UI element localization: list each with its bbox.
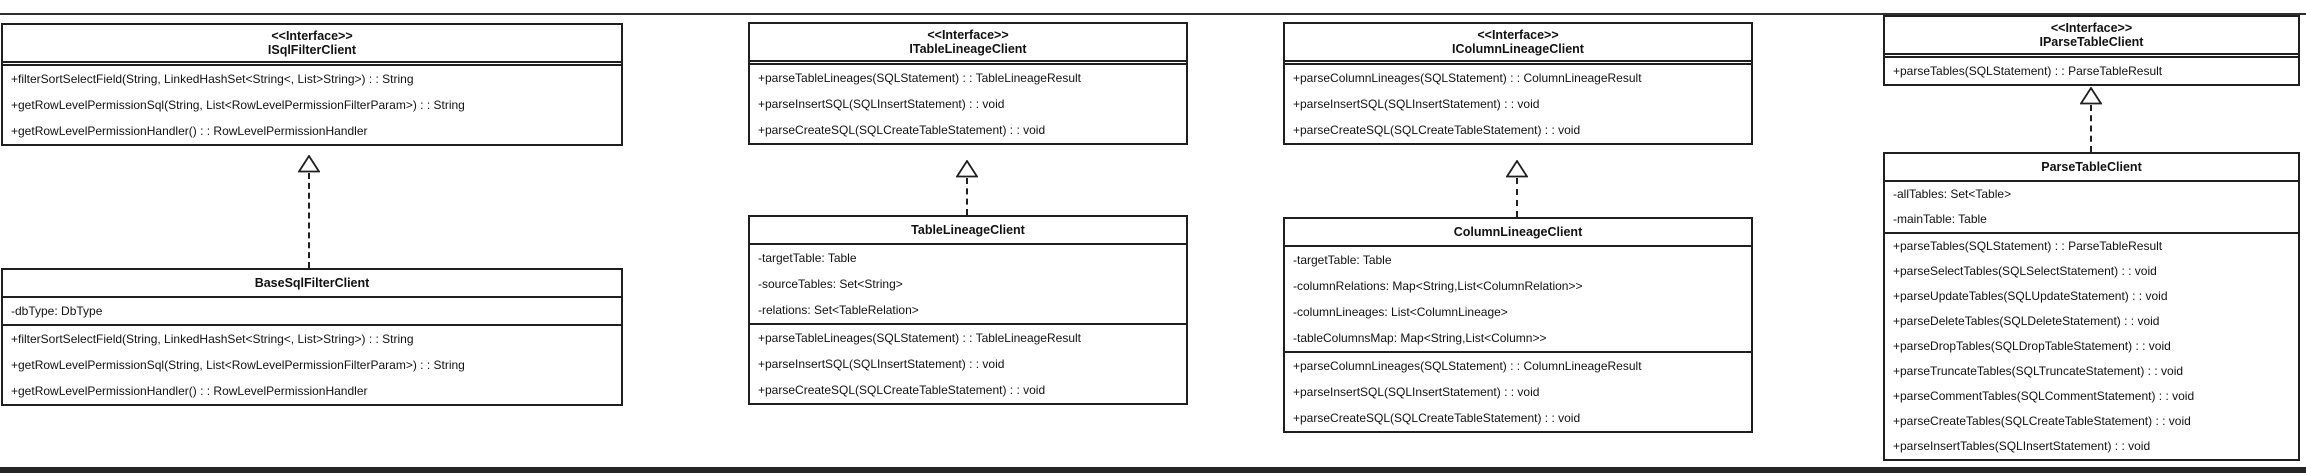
uml-method: +parseCreateSQL(SQLCreateTableStatement)… — [758, 383, 1046, 397]
uml-interface-icolumnlineageclient: <<Interface>> IColumnLineageClient +pars… — [1283, 22, 1753, 145]
uml-method: +parseTables(SQLStatement) : : ParseTabl… — [1893, 239, 2163, 253]
class-name: TableLineageClient — [911, 223, 1025, 237]
uml-method: +parseCreateSQL(SQLCreateTableStatement)… — [1293, 411, 1581, 425]
uml-field: -relations: Set<TableRelation> — [758, 303, 919, 317]
bottom-frame-bar — [0, 467, 2306, 473]
realization-arrow-columnlineageclient — [1506, 160, 1528, 217]
uml-method: +parseCommentTables(SQLCommentStatement)… — [1893, 389, 2195, 403]
uml-method: +parseCreateSQL(SQLCreateTableStatement)… — [758, 123, 1046, 137]
class-header: TableLineageClient — [750, 217, 1186, 245]
uml-class-parsetableclient: ParseTableClient -allTables: Set<Table>-… — [1883, 152, 2300, 461]
uml-method: +getRowLevelPermissionHandler() : : RowL… — [11, 124, 368, 138]
realization-dashed-line — [966, 178, 968, 215]
uml-method: +parseInsertSQL(SQLInsertStatement) : : … — [758, 97, 1005, 111]
uml-method: +parseUpdateTables(SQLUpdateStatement) :… — [1893, 289, 2168, 303]
uml-field: -dbType: DbType — [11, 304, 103, 318]
fields-compartment: -allTables: Set<Table> -mainTable: Table — [1885, 182, 2298, 234]
top-frame-line — [0, 13, 2306, 15]
uml-method: +parseInsertTables(SQLInsertStatement) :… — [1893, 439, 2151, 453]
fields-compartment: -dbType: DbType — [3, 298, 621, 326]
uml-method: +getRowLevelPermissionHandler() : : RowL… — [11, 384, 368, 398]
uml-method: +parseCreateTables(SQLCreateTableStateme… — [1893, 414, 2191, 428]
fields-compartment — [1285, 62, 1751, 65]
interface-header: <<Interface>> ITableLineageClient — [750, 24, 1186, 62]
class-name: ParseTableClient — [2041, 160, 2142, 174]
uml-class-tablelineageclient: TableLineageClient -targetTable: Table -s… — [748, 215, 1188, 405]
realization-dashed-line — [1516, 178, 1518, 217]
uml-field: -sourceTables: Set<String> — [758, 277, 903, 291]
uml-method: +parseColumnLineages(SQLStatement) : : C… — [1293, 71, 1642, 85]
realization-arrowhead-icon — [956, 160, 978, 178]
realization-arrowhead-icon — [298, 155, 320, 173]
interface-header: <<Interface>> IColumnLineageClient — [1285, 24, 1751, 62]
uml-method: +getRowLevelPermissionSql(String, List<R… — [11, 358, 465, 372]
fields-compartment — [3, 63, 621, 66]
uml-method: +parseTables(SQLStatement) : : ParseTabl… — [1893, 64, 2163, 78]
uml-method: +parseInsertSQL(SQLInsertStatement) : : … — [758, 357, 1005, 371]
class-name: ISqlFilterClient — [267, 43, 357, 57]
uml-field: -tableColumnsMap: Map<String,List<Column… — [1293, 331, 1547, 345]
class-name: BaseSqlFilterClient — [254, 276, 370, 290]
class-name: ColumnLineageClient — [1453, 225, 1583, 239]
stereotype-label: <<Interface>> — [927, 28, 1009, 42]
uml-method: +parseTruncateTables(SQLTruncateStatemen… — [1893, 364, 2184, 378]
class-name: IParseTableClient — [2039, 35, 2144, 49]
uml-class-basesqlfilterclient: BaseSqlFilterClient -dbType: DbType +fil… — [1, 268, 623, 406]
methods-compartment: +parseColumnLineages(SQLStatement) : : C… — [1285, 65, 1751, 143]
uml-method: +filterSortSelectField(String, LinkedHas… — [11, 72, 414, 86]
methods-compartment: +parseTableLineages(SQLStatement) : : Ta… — [750, 325, 1186, 403]
uml-interface-isqlfilterclient: <<Interface>> ISqlFilterClient +filterSo… — [1, 23, 623, 146]
uml-field: -columnLineages: List<ColumnLineage> — [1293, 305, 1508, 319]
methods-compartment: +filterSortSelectField(String, LinkedHas… — [3, 326, 621, 404]
uml-field: -columnRelations: Map<String,List<Column… — [1293, 279, 1583, 293]
class-name: ITableLineageClient — [909, 42, 1027, 56]
fields-compartment: -targetTable: Table -columnRelations: Map… — [1285, 247, 1751, 353]
uml-interface-itablelineageclient: <<Interface>> ITableLineageClient +parse… — [748, 22, 1188, 145]
class-header: ColumnLineageClient — [1285, 219, 1751, 247]
uml-field: -allTables: Set<Table> — [1893, 187, 2012, 201]
uml-method: +filterSortSelectField(String, LinkedHas… — [11, 332, 414, 346]
methods-compartment: +filterSortSelectField(String, LinkedHas… — [3, 66, 621, 144]
class-name: IColumnLineageClient — [1452, 42, 1584, 56]
methods-compartment: +parseTables(SQLStatement) : : ParseTabl… — [1885, 234, 2298, 459]
class-header: ParseTableClient — [1885, 154, 2298, 182]
uml-method: +parseDeleteTables(SQLDeleteStatement) :… — [1893, 314, 2160, 328]
stereotype-label: <<Interface>> — [2050, 21, 2133, 35]
interface-header: <<Interface>> IParseTableClient — [1885, 17, 2298, 55]
realization-arrow-parsetableclient — [2080, 87, 2102, 152]
uml-method: +parseTableLineages(SQLStatement) : : Ta… — [758, 71, 1081, 85]
uml-method: +parseTableLineages(SQLStatement) : : Ta… — [758, 331, 1081, 345]
uml-method: +parseSelectTables(SQLSelectStatement) :… — [1893, 264, 2157, 278]
realization-dashed-line — [308, 173, 310, 268]
fields-compartment — [750, 62, 1186, 65]
uml-method: +parseDropTables(SQLDropTableStatement) … — [1893, 339, 2171, 353]
uml-class-columnlineageclient: ColumnLineageClient -targetTable: Table-… — [1283, 217, 1753, 433]
interface-header: <<Interface>> ISqlFilterClient — [3, 25, 621, 63]
stereotype-label: <<Interface>> — [1477, 28, 1559, 42]
uml-method: +parseInsertSQL(SQLInsertStatement) : : … — [1293, 385, 1540, 399]
fields-compartment — [1885, 55, 2298, 58]
uml-method: +parseCreateSQL(SQLCreateTableStatement)… — [1293, 123, 1581, 137]
realization-arrowhead-icon — [1506, 160, 1528, 178]
uml-method: +parseInsertSQL(SQLInsertStatement) : : … — [1293, 97, 1540, 111]
methods-compartment: +parseColumnLineages(SQLStatement) : : C… — [1285, 353, 1751, 431]
fields-compartment: -targetTable: Table -sourceTables: Set<St… — [750, 245, 1186, 325]
realization-arrowhead-icon — [2080, 87, 2102, 105]
methods-compartment: +parseTables(SQLStatement) : : ParseTabl… — [1885, 58, 2298, 84]
uml-field: -targetTable: Table — [758, 251, 857, 265]
uml-method: +getRowLevelPermissionSql(String, List<R… — [11, 98, 465, 112]
uml-field: -targetTable: Table — [1293, 253, 1392, 267]
class-header: BaseSqlFilterClient — [3, 270, 621, 298]
stereotype-label: <<Interface>> — [271, 29, 353, 43]
realization-arrow-tablelineageclient — [956, 160, 978, 215]
realization-arrow-basesqlfilterclient — [298, 155, 320, 268]
realization-dashed-line — [2090, 105, 2092, 152]
uml-interface-iparsetableclient: <<Interface>> IParseTableClient +parseTa… — [1883, 15, 2300, 86]
uml-method: +parseColumnLineages(SQLStatement) : : C… — [1293, 359, 1642, 373]
methods-compartment: +parseTableLineages(SQLStatement) : : Ta… — [750, 65, 1186, 143]
uml-field: -mainTable: Table — [1893, 212, 1987, 226]
